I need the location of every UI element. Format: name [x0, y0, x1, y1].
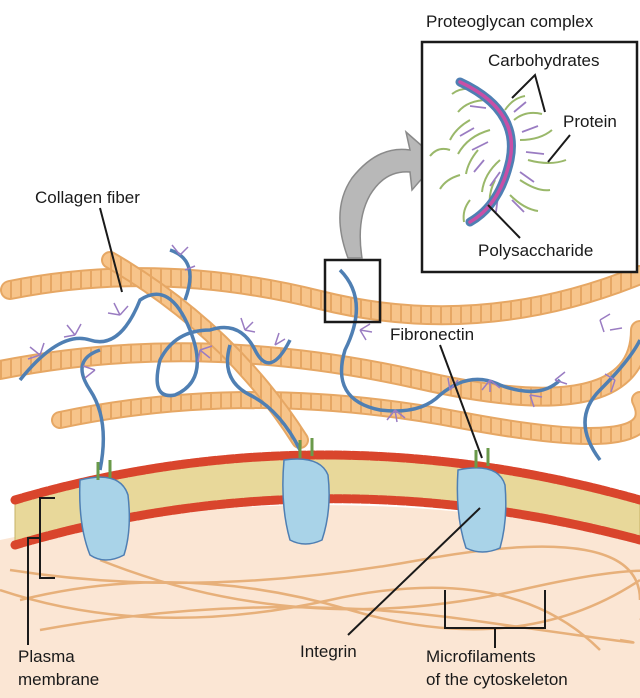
integrin-3: [457, 468, 505, 552]
label-carbohydrates: Carbohydrates: [488, 51, 600, 70]
label-of-the-cytoskeleton: of the cytoskeleton: [426, 670, 568, 689]
label-membrane: membrane: [18, 670, 99, 689]
inset-box: [422, 42, 637, 272]
integrin-2: [283, 459, 329, 544]
label-protein: Protein: [563, 112, 617, 131]
label-fibronectin: Fibronectin: [390, 325, 474, 344]
label-collagen-fiber: Collagen fiber: [35, 188, 140, 207]
label-polysaccharide: Polysaccharide: [478, 241, 593, 260]
label-microfilaments: Microfilaments: [426, 647, 536, 666]
label-integrin: Integrin: [300, 642, 357, 661]
integrin-1: [80, 477, 130, 560]
label-plasma: Plasma: [18, 647, 75, 666]
label-proteoglycan-complex: Proteoglycan complex: [426, 12, 594, 31]
leader-fibronectin: [440, 345, 482, 458]
